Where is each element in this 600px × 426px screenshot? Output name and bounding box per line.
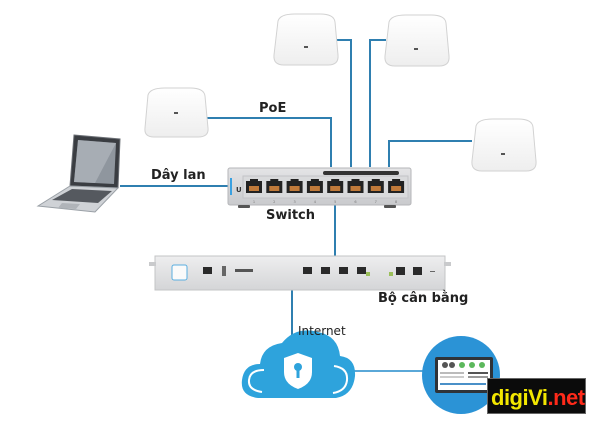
- switch-port-number: 1: [253, 200, 255, 204]
- internet-cloud-icon: [241, 330, 356, 398]
- link-ap4-switch: [388, 140, 472, 167]
- load-balancer-label: Bộ cân bằng: [378, 291, 469, 306]
- poe-label: PoE: [259, 101, 287, 116]
- switch-port-number: 4: [314, 200, 317, 204]
- link-ap2-switch: [336, 39, 352, 167]
- controller-dashboard-icon: [422, 336, 500, 414]
- keyhole-icon: [294, 363, 302, 371]
- switch-port-contacts: [289, 186, 300, 191]
- switch-ports: 1 2 3 4 5 6 7 8: [246, 179, 405, 204]
- load-balancer-device: [149, 255, 451, 291]
- switch-port-contacts: [309, 186, 320, 191]
- switch-port-number: 7: [375, 200, 377, 204]
- access-point-4: [471, 118, 537, 172]
- digivinet-logo: digiVi.net: [487, 378, 586, 414]
- lan-cable-label: Dây lan: [151, 168, 206, 183]
- switch-port-number: 3: [293, 200, 295, 204]
- access-point-3: [384, 14, 450, 67]
- svg-text:U: U: [236, 186, 242, 194]
- internet-label: Internet: [298, 324, 346, 338]
- logo-text-part2: Vi: [528, 385, 548, 410]
- switch-port-contacts: [269, 186, 280, 191]
- switch-device: U 1 2 3 4 5 6 7 8: [227, 167, 412, 208]
- link-ap1-switch: [205, 117, 332, 167]
- switch-label: Switch: [266, 208, 316, 223]
- logo-text-part3: .net: [547, 385, 586, 410]
- switch-port-number: 8: [395, 200, 397, 204]
- logo-text-part1: digi: [491, 385, 529, 410]
- switch-port-contacts: [370, 186, 381, 191]
- switch-port-contacts: [350, 186, 361, 191]
- laptop-icon: [36, 134, 121, 213]
- link-ap3-switch: [369, 39, 386, 167]
- switch-port-contacts: [249, 186, 259, 191]
- switch-port-number: 2: [273, 200, 275, 204]
- switch-port-number: 6: [354, 200, 356, 204]
- access-point-1: [144, 87, 209, 138]
- switch-port-contacts: [391, 186, 402, 191]
- connection-lines: [120, 39, 472, 372]
- switch-port-contacts: [330, 186, 341, 191]
- access-point-2: [273, 13, 339, 66]
- switch-port-number: 5: [334, 200, 336, 204]
